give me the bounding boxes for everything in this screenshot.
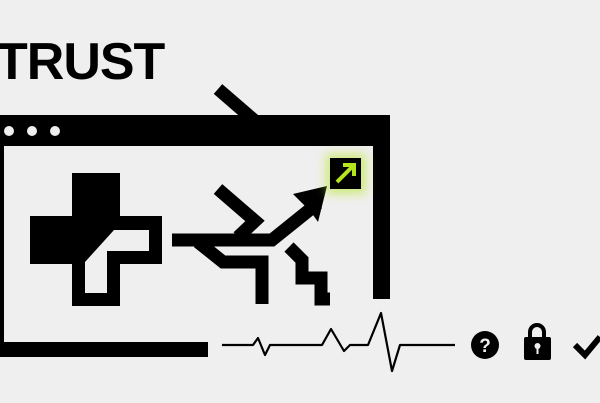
page-title: TRUST (0, 33, 165, 91)
checkmark-icon[interactable] (572, 335, 600, 360)
window-dots-icon (4, 126, 60, 136)
heartbeat-line-icon (222, 311, 455, 373)
external-link-icon[interactable] (326, 154, 366, 194)
branching-arrow-icon (172, 84, 330, 306)
browser-window-frame (0, 115, 390, 357)
question-glyph: ? (479, 336, 491, 357)
lock-icon[interactable] (524, 323, 551, 360)
arrow-head (293, 186, 327, 222)
question-icon[interactable]: ? (471, 331, 499, 359)
arrow-upper-branch (213, 184, 265, 242)
medical-cross-icon (30, 173, 162, 306)
